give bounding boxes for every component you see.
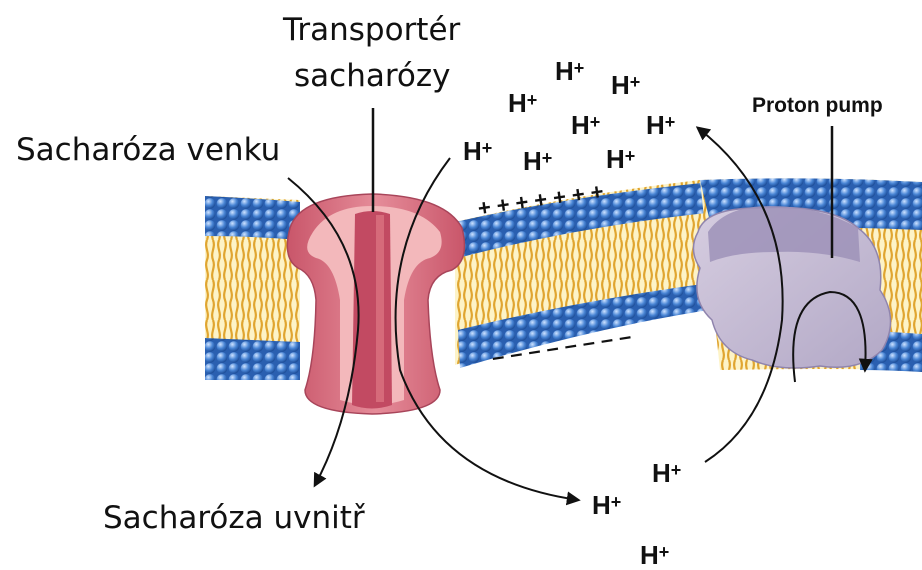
proton-ion: H+ [592,492,621,518]
proton-pump-label: Proton pump [752,94,883,118]
sucrose-transporter [287,194,464,414]
proton-ion: H+ [523,148,552,174]
proton-ion: H+ [646,112,675,138]
membrane-left [205,196,300,380]
proton-ion: H+ [463,138,492,164]
proton-ion: H+ [571,112,600,138]
proton-ion: H+ [606,146,635,172]
proton-ion: H+ [611,72,640,98]
transporter-label-line1: Transportér [283,12,460,48]
proton-pump [693,206,890,368]
sucrose-inside-label: Sacharóza uvnitř [103,500,365,536]
proton-ion: H+ [640,542,669,568]
proton-ion: H+ [508,90,537,116]
proton-ion: H+ [652,460,681,486]
proton-ion: H+ [555,58,584,84]
sucrose-outside-label: Sacharóza venku [16,132,280,168]
transporter-label-line2: sacharózy [294,58,450,94]
